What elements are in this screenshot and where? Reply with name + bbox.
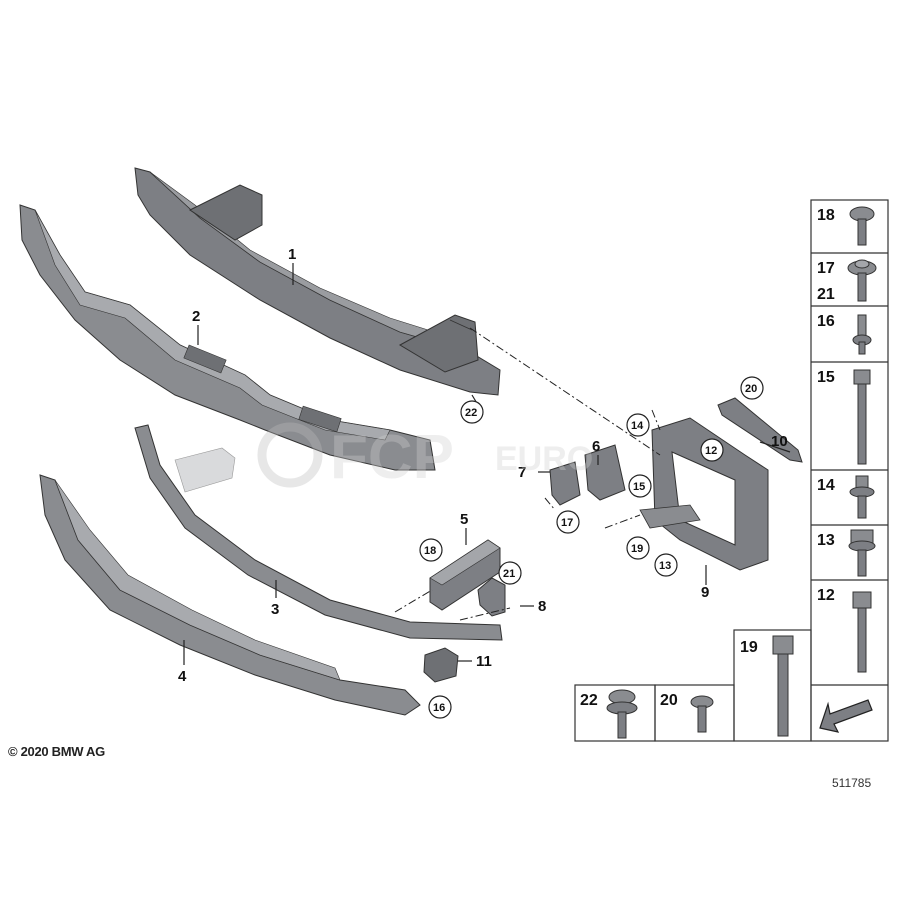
- callout-19: 19: [631, 543, 643, 555]
- callout-3: 3: [271, 601, 279, 618]
- hardware-panel-labels: 18 17 21 16 15 14 13 12 19 22 20: [580, 207, 835, 709]
- callout-1: 1: [288, 246, 296, 263]
- callout-11: 11: [476, 653, 492, 670]
- screw-14: [849, 475, 875, 519]
- panel-label-14: 14: [817, 477, 835, 494]
- callout-labels: 1 2 3 4 5 6 7 8 9 10 11: [178, 246, 788, 685]
- callout-15: 15: [633, 481, 645, 493]
- watermark-text-b: EURO: [495, 440, 593, 478]
- callout-14: 14: [631, 420, 644, 432]
- panel-label-17: 17: [817, 260, 835, 277]
- strip-bracket-part: [717, 397, 803, 463]
- panel-label-12: 12: [817, 587, 835, 604]
- bolt-22: [606, 689, 638, 739]
- bolt-18: [849, 206, 875, 246]
- bolt-15: [853, 369, 871, 465]
- callout-22: 22: [465, 407, 477, 419]
- panel-label-21: 21: [817, 286, 835, 303]
- watermark: FCP EURO: [257, 422, 593, 492]
- copyright-text: © 2020 BMW AG: [8, 744, 105, 759]
- callout-9: 9: [701, 584, 709, 601]
- circled-callouts: [419, 376, 764, 719]
- callout-17: 17: [561, 517, 573, 529]
- callout-20: 20: [745, 383, 757, 395]
- panel-label-19: 19: [740, 639, 758, 656]
- panel-label-20: 20: [660, 692, 678, 709]
- bolt-17-21: [847, 259, 877, 302]
- watermark-text-a: FCP: [330, 423, 454, 492]
- callout-6: 6: [592, 438, 600, 455]
- mounting-brackets-part: [549, 444, 626, 506]
- screw-20: [690, 695, 714, 733]
- drawing-id: 511785: [832, 776, 872, 790]
- lower-stiffener-part: [134, 424, 503, 641]
- callout-4: 4: [178, 668, 187, 685]
- panel-label-13: 13: [817, 532, 835, 549]
- callout-5: 5: [460, 511, 468, 528]
- panel-label-22: 22: [580, 692, 598, 709]
- panel-label-15: 15: [817, 369, 835, 386]
- callout-12: 12: [705, 445, 717, 457]
- bumper-carrier-part: [134, 167, 501, 396]
- callout-10: 10: [771, 433, 788, 450]
- callout-13: 13: [659, 560, 671, 572]
- rivet-16: [852, 314, 872, 355]
- clip-part: [423, 647, 459, 683]
- hardware-panel: [574, 199, 889, 742]
- callout-7: 7: [518, 464, 526, 481]
- bolt-19: [772, 635, 794, 737]
- callout-8: 8: [538, 598, 546, 615]
- callout-2: 2: [192, 308, 200, 325]
- bolt-12: [852, 591, 872, 673]
- circled-callout-numbers: 22 14 20 12 15 17 19 13 18 21 16: [424, 383, 757, 714]
- panel-label-16: 16: [817, 313, 835, 330]
- impact-absorber-part: [19, 204, 436, 471]
- panel-label-18: 18: [817, 207, 835, 224]
- assembly-lines: [394, 327, 661, 621]
- direction-arrow-icon: [819, 699, 873, 733]
- callout-21: 21: [503, 568, 515, 580]
- leader-lines: [183, 263, 791, 665]
- bolt-13: [848, 529, 876, 577]
- small-bracket-part: [477, 577, 506, 617]
- callout-16: 16: [433, 702, 445, 714]
- crash-tube-part: [429, 539, 501, 611]
- lower-bracket-part: [39, 474, 421, 716]
- callout-18: 18: [424, 545, 436, 557]
- frame-bracket-part: [639, 417, 769, 571]
